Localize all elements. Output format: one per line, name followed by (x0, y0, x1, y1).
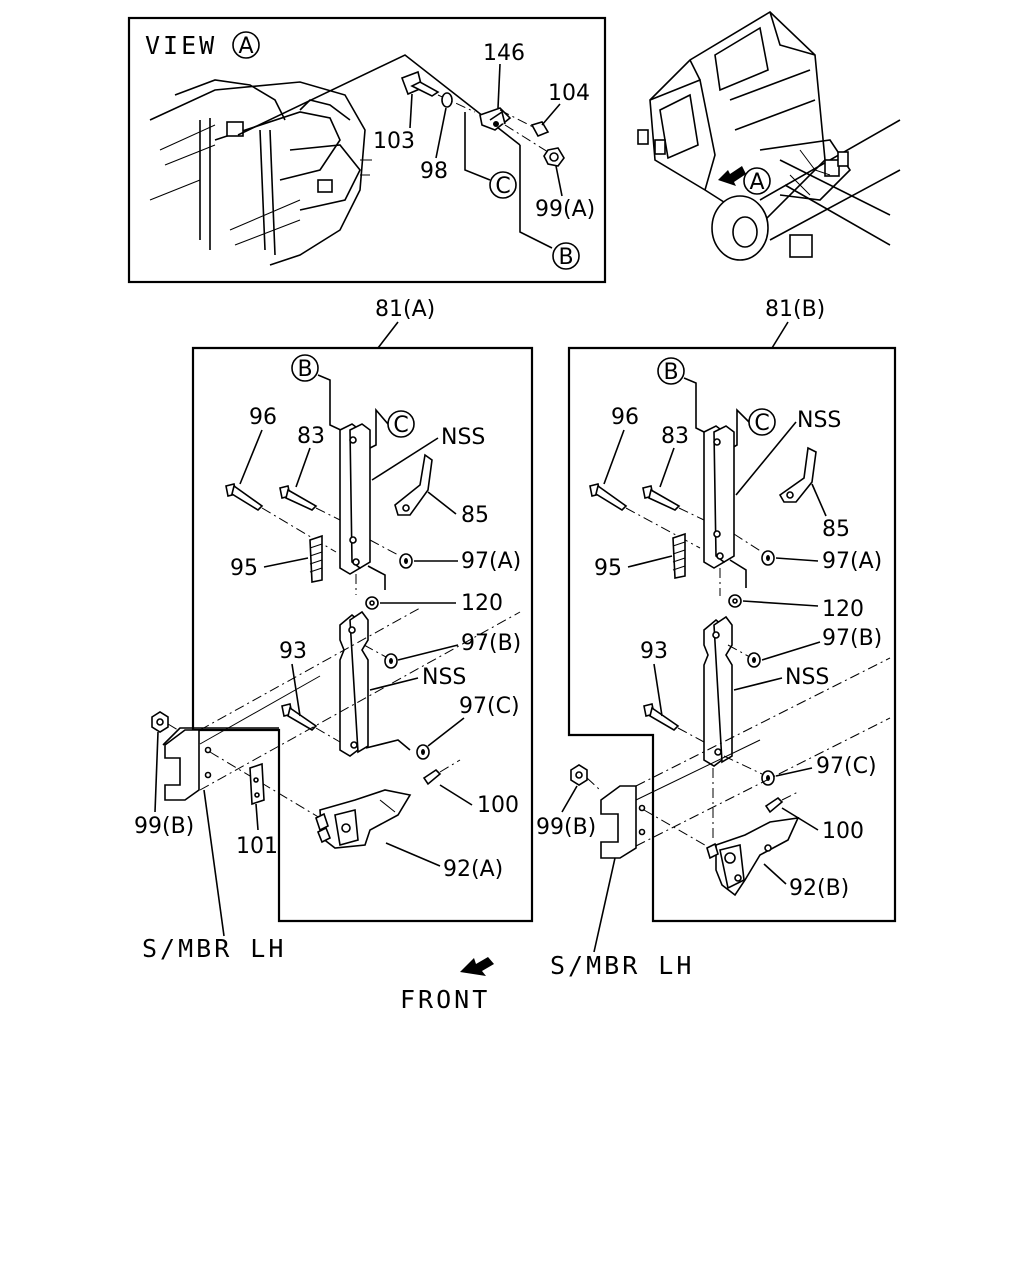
a-label-nss-top: NSS (441, 425, 485, 450)
a-label-101: 101 (236, 834, 278, 859)
label-104: 104 (548, 81, 590, 106)
a-marker-b-circle (291, 354, 319, 382)
a-label-nss-mid: NSS (422, 665, 466, 690)
b-label-92b: 92(B) (789, 876, 849, 901)
marker-b-circle (552, 242, 580, 270)
b-label-95: 95 (594, 556, 622, 581)
b-marker-b: B (663, 360, 678, 385)
b-label-97a: 97(A) (822, 549, 882, 574)
view-a-inset: VIEW A (127, 16, 607, 284)
truck-marker-circle (743, 167, 771, 195)
view-title-marker: A (238, 34, 253, 59)
label-98: 98 (420, 159, 448, 184)
b-label-smbr: S/MBR LH (550, 951, 694, 980)
a-label-95: 95 (230, 556, 258, 581)
b-label-93: 93 (640, 639, 668, 664)
b-label-97b: 97(B) (822, 626, 882, 651)
b-label-83: 83 (661, 424, 689, 449)
b-label-100: 100 (822, 819, 864, 844)
a-label-85: 85 (461, 503, 489, 528)
cab-mount-sketch (149, 79, 372, 266)
assembly-b: 81(B) B C (536, 297, 897, 980)
marker-c: C (495, 174, 510, 199)
b-label-99b: 99(B) (536, 815, 596, 840)
assembly-b-title: 81(B) (765, 297, 825, 322)
a-marker-b: B (297, 357, 312, 382)
a-label-83: 83 (297, 424, 325, 449)
a-label-96: 96 (249, 405, 277, 430)
b-label-nss-top: NSS (797, 408, 841, 433)
b-label-120: 120 (822, 597, 864, 622)
truck-marker: A (749, 170, 764, 195)
view-title: VIEW (145, 31, 217, 60)
a-label-97b: 97(B) (461, 631, 521, 656)
a-label-97a: 97(A) (461, 549, 521, 574)
view-parts (400, 70, 565, 167)
assembly-a: 81(A) B C (134, 297, 534, 963)
a-marker-c: C (393, 413, 408, 438)
front-label: FRONT (400, 985, 490, 1014)
a-label-93: 93 (279, 639, 307, 664)
a-label-97c: 97(C) (459, 694, 520, 719)
view-direction-arrow-icon (718, 166, 746, 186)
marker-b: B (558, 245, 573, 270)
b-label-96: 96 (611, 405, 639, 430)
label-146: 146 (483, 41, 525, 66)
truck-sketch: A (637, 11, 901, 261)
a-label-120: 120 (461, 591, 503, 616)
b-marker-c: C (754, 411, 769, 436)
marker-c-circle (489, 171, 517, 199)
a-label-99b: 99(B) (134, 814, 194, 839)
front-indicator: FRONT (400, 957, 494, 1014)
assembly-a-title: 81(A) (375, 297, 435, 322)
b-label-85: 85 (822, 517, 850, 542)
label-99a: 99(A) (535, 197, 595, 222)
a-label-100: 100 (477, 793, 519, 818)
b-label-nss-mid: NSS (785, 665, 829, 690)
view-title-marker-circle (232, 31, 260, 59)
front-arrow-icon (460, 957, 494, 976)
b-marker-b-circle (657, 357, 685, 385)
b-label-97c: 97(C) (816, 754, 877, 779)
label-103: 103 (373, 129, 415, 154)
a-label-smbr: S/MBR LH (142, 934, 286, 963)
a-label-92a: 92(A) (443, 857, 503, 882)
